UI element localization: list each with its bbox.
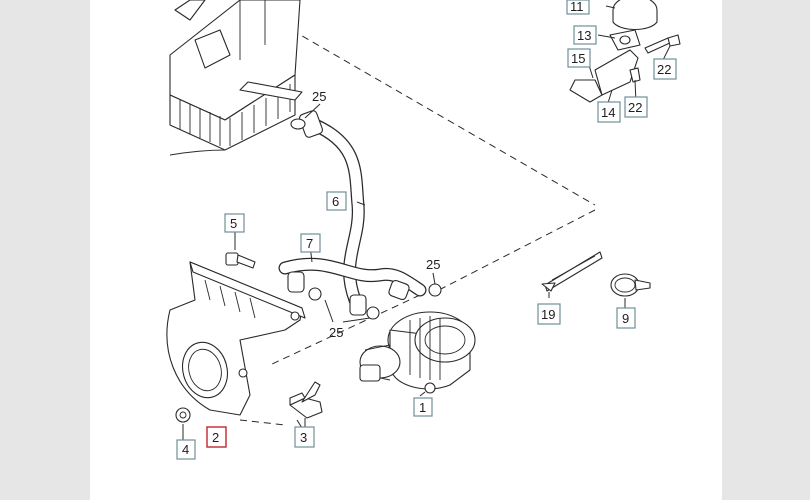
seal-ring-top [290,118,306,130]
bolt-3 [289,381,323,419]
svg-text:19: 19 [541,307,555,322]
clamp-strap-19 [541,251,603,292]
callout-1[interactable]: 1 [413,397,433,417]
callout-19[interactable]: 19 [537,303,561,325]
bracket-2 [166,261,306,416]
svg-text:5: 5 [230,216,237,231]
hose-clip-9 [610,273,651,297]
label-25-right: 25 [426,257,440,272]
svg-text:22: 22 [657,62,671,77]
callout-9[interactable]: 9 [616,307,636,329]
svg-text:6: 6 [332,194,339,209]
callout-22-lower[interactable]: 22 [624,96,648,118]
parts-diagram: 25 25 25 5 6 7 1 2 3 4 19 9 11 [166,0,681,460]
label-25-bottom: 25 [329,325,343,340]
leader-lines [182,5,671,442]
svg-text:11: 11 [570,0,584,14]
label-25-top: 25 [312,89,326,104]
svg-text:9: 9 [622,311,629,326]
callout-6[interactable]: 6 [326,191,347,211]
svg-text:4: 4 [182,442,189,457]
reference-line-left [269,294,421,366]
svg-text:2: 2 [212,430,219,445]
svg-text:15: 15 [571,51,585,66]
seal-ring-center [366,306,380,320]
callout-13[interactable]: 13 [573,25,597,45]
svg-text:14: 14 [601,105,615,120]
callout-4[interactable]: 4 [176,439,196,460]
svg-text:1: 1 [419,400,426,415]
callout-7[interactable]: 7 [300,233,321,253]
callout-5[interactable]: 5 [224,213,245,233]
air-pump-1 [359,311,476,394]
callout-14[interactable]: 14 [597,101,621,123]
reference-line-bottom [434,209,596,293]
callout-3[interactable]: 3 [294,426,315,448]
seal-ring-left [308,287,322,301]
diagram-sheet: 25 25 25 5 6 7 1 2 3 4 19 9 11 [90,0,722,500]
nut-4 [175,407,191,423]
svg-text:7: 7 [306,236,313,251]
callout-11[interactable]: 11 [566,0,590,15]
seal-ring-right [428,283,442,297]
air-filter-housing [169,0,303,156]
callout-22-upper[interactable]: 22 [653,58,677,80]
svg-text:22: 22 [628,100,642,115]
callout-15[interactable]: 15 [567,48,591,68]
reference-line-bracket [239,419,286,426]
bolt-5 [225,252,256,269]
svg-text:13: 13 [577,28,591,43]
reference-line-top [239,0,596,206]
svg-text:3: 3 [300,430,307,445]
hose-7 [278,257,427,316]
valve-assembly [569,0,681,103]
callout-2[interactable]: 2 [206,426,227,448]
